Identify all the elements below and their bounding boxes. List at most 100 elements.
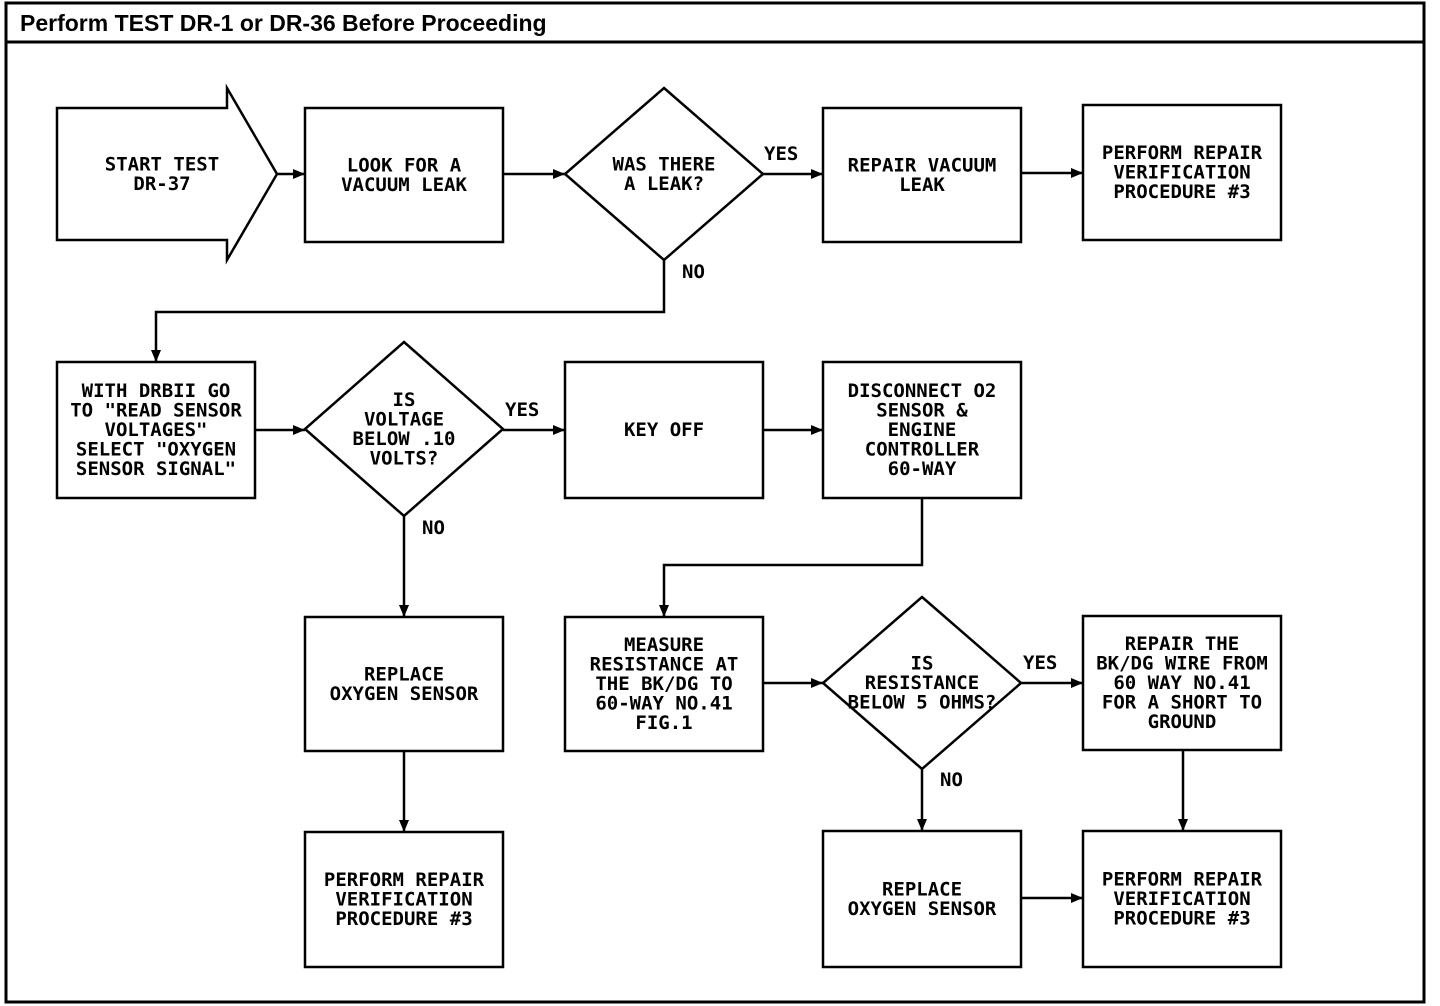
node-text-line: IS: [393, 389, 416, 411]
node-text-line: PROCEDURE #3: [1113, 181, 1250, 203]
edge-key_off-to-disconnect_o2: [763, 425, 823, 435]
node-text-line: WITH DRBII GO: [82, 380, 231, 402]
node-text-line: 60 WAY NO.41: [1113, 672, 1250, 694]
process-box: [821, 829, 1023, 969]
connector-line: [662, 498, 924, 617]
page-title: Perform TEST DR-1 or DR-36 Before Procee…: [20, 10, 547, 36]
node-text-line: REPAIR THE: [1125, 633, 1239, 655]
edge-resistance_below-to-repair_bkdg: [1021, 678, 1083, 688]
edge-voltage_below-to-replace_o2_1: [399, 516, 409, 617]
node-text-line: VOLTAGES": [105, 419, 208, 441]
node-text-line: 60-WAY NO.41: [595, 693, 732, 715]
node-text-line: REPAIR VACUUM: [848, 154, 997, 176]
process-box: [303, 106, 505, 244]
node-key-off: KEY OFF: [563, 360, 765, 500]
node-text-line: VERIFICATION: [1113, 162, 1250, 184]
edge-label-yes: YES: [764, 143, 798, 165]
node-text-line: VOLTAGE: [364, 408, 444, 430]
process-box: [821, 360, 1023, 500]
node-text-line: DR-37: [133, 173, 190, 195]
arrowhead-icon: [1071, 893, 1083, 903]
arrowhead-icon: [399, 605, 409, 617]
outer-frame: [4, 1, 1426, 1004]
node-text-line: REPLACE: [882, 878, 962, 900]
process-box: [303, 830, 505, 969]
process-box: [1081, 614, 1283, 752]
node-text-line: VOLTS?: [370, 447, 439, 469]
node-text-line: ENGINE: [888, 419, 957, 441]
arrowhead-icon: [1071, 678, 1083, 688]
node-text-line: THE BK/DG TO: [595, 673, 732, 695]
edge-look_vacuum_leak-to-was_there_leak: [503, 169, 565, 179]
node-text-line: PERFORM REPAIR: [324, 869, 485, 891]
edge-start-to-look_vacuum_leak: [277, 169, 305, 179]
node-text-line: PERFORM REPAIR: [1102, 869, 1263, 891]
node-text-line: RESISTANCE: [865, 672, 979, 694]
node-text-line: VACUUM LEAK: [341, 174, 467, 196]
edge-was_there_leak-to-drbii_read: [151, 260, 666, 362]
node-text-line: LEAK: [899, 174, 945, 196]
arrowhead-icon: [151, 350, 161, 362]
node-text-line: REPLACE: [364, 663, 444, 685]
edge-resistance_below-to-replace_o2_2: [917, 769, 927, 831]
arrowhead-icon: [811, 169, 823, 179]
arrowhead-icon: [293, 425, 305, 435]
edge-repair_vacuum_leak-to-verify_1: [1021, 168, 1083, 178]
node-text-line: VERIFICATION: [335, 889, 472, 911]
edge-label-no: NO: [682, 261, 705, 283]
decision-diamond: [821, 595, 1023, 771]
node-text-line: FOR A SHORT TO: [1102, 692, 1262, 714]
node-text-line: DISCONNECT O2: [848, 380, 997, 402]
process-box: [563, 615, 765, 753]
edge-replace_o2_2-to-verify_3: [1021, 893, 1083, 903]
start-arrow-shape: [55, 83, 279, 265]
node-text-line: GROUND: [1148, 711, 1217, 733]
edge-drbii_read-to-voltage_below: [255, 425, 305, 435]
edge-disconnect_o2-to-measure_resistance: [659, 498, 924, 617]
process-box: [563, 360, 765, 500]
decision-diamond: [303, 340, 505, 518]
node-text-line: A LEAK?: [624, 173, 704, 195]
edge-label-no: NO: [422, 517, 445, 539]
node-text-line: VERIFICATION: [1113, 888, 1250, 910]
connectors: [151, 168, 1188, 903]
node-text-line: KEY OFF: [624, 419, 704, 441]
arrowhead-icon: [293, 169, 305, 179]
connector-line: [154, 260, 666, 362]
node-text-line: RESISTANCE AT: [590, 654, 739, 676]
arrowhead-icon: [811, 678, 823, 688]
arrowhead-icon: [1071, 168, 1083, 178]
node-text-line: BELOW .10: [353, 428, 456, 450]
arrowhead-icon: [553, 169, 565, 179]
edge-replace_o2_1-to-verify_2: [399, 751, 409, 832]
node-text-line: MEASURE: [624, 634, 704, 656]
node-text-line: START TEST: [105, 153, 219, 175]
node-text-line: BELOW 5 OHMS?: [848, 692, 997, 714]
arrowhead-icon: [399, 820, 409, 832]
node-text-line: PROCEDURE #3: [1113, 908, 1250, 930]
node-text-line: SELECT "OXYGEN: [76, 439, 236, 461]
process-box: [303, 615, 505, 753]
node-text-line: PERFORM REPAIR: [1102, 142, 1263, 164]
node-text-line: OXYGEN SENSOR: [848, 898, 997, 920]
process-box: [55, 360, 257, 500]
arrowhead-icon: [553, 425, 565, 435]
node-text-line: SENSOR &: [876, 400, 968, 422]
node-text-line: PROCEDURE #3: [335, 908, 472, 930]
node-text-line: OXYGEN SENSOR: [330, 683, 479, 705]
